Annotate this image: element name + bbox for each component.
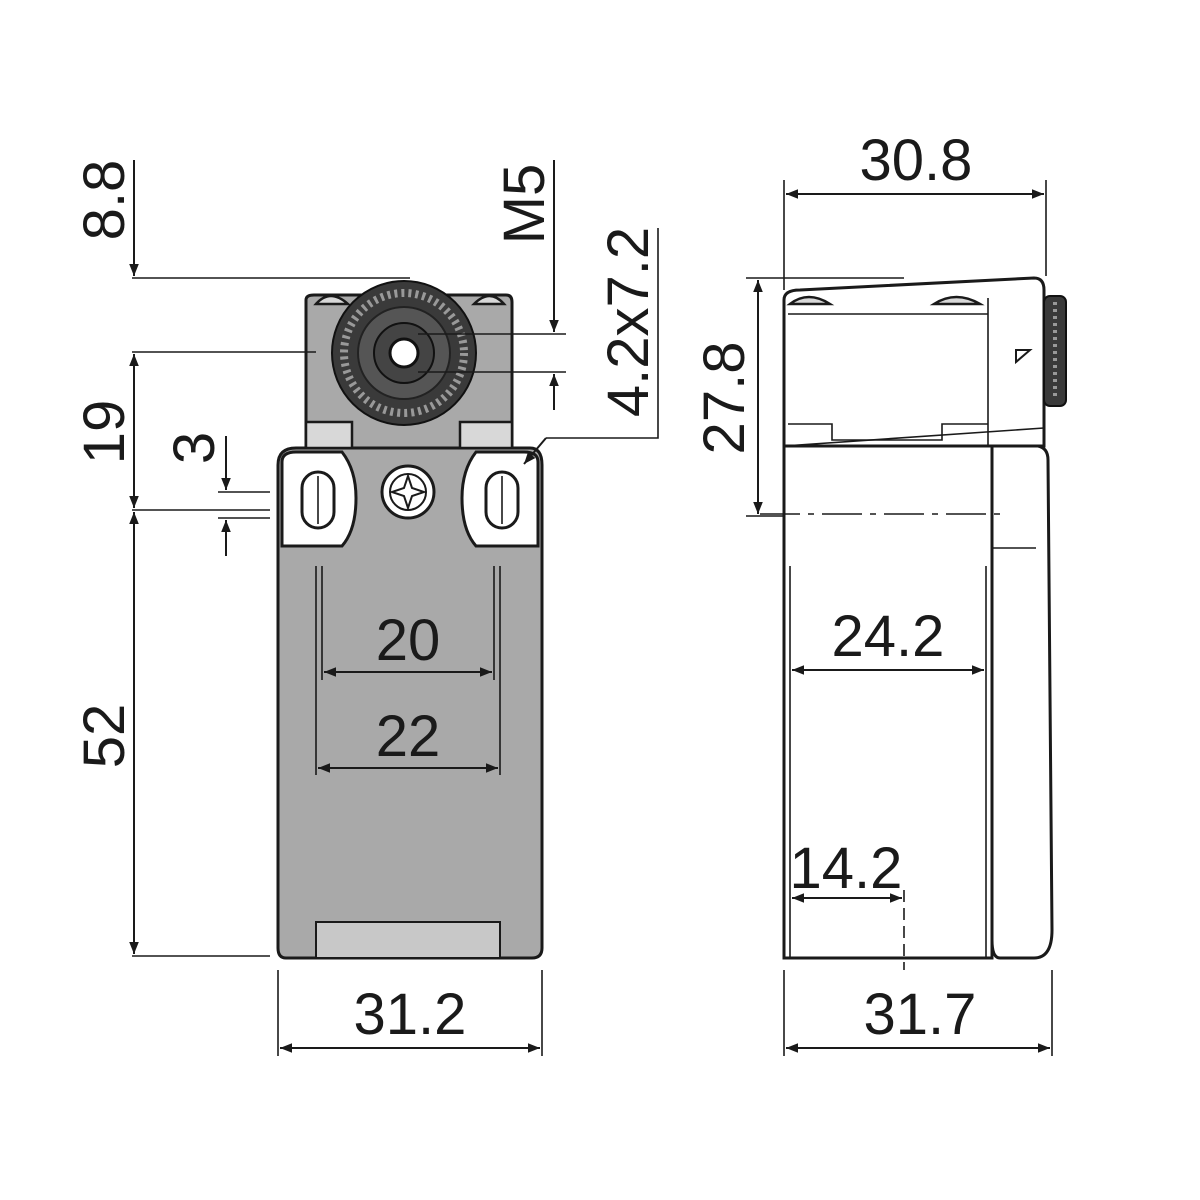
dim-30-8: 30.8 bbox=[860, 128, 973, 193]
roller-axle bbox=[388, 337, 420, 369]
side-view: 30.8 27.8 24.2 14.2 31.7 bbox=[692, 128, 1067, 1056]
side-cover bbox=[990, 444, 1054, 960]
head-step bbox=[304, 420, 514, 450]
dim-27-8: 27.8 bbox=[692, 342, 757, 455]
front-view: 8.8 19 3 52 M5 4.2x7.2 20 22 31.2 bbox=[72, 160, 661, 1056]
dim-8-8: 8.8 bbox=[72, 160, 137, 241]
dim-52: 52 bbox=[72, 704, 137, 769]
screw-icon bbox=[380, 464, 436, 520]
arrow-icon bbox=[1015, 349, 1033, 365]
dim-slot-size: 4.2x7.2 bbox=[596, 227, 661, 417]
dim-3: 3 bbox=[162, 432, 227, 464]
roller-knurl bbox=[340, 289, 468, 417]
dim-20: 20 bbox=[376, 608, 441, 673]
side-roller bbox=[1043, 295, 1067, 407]
dim-22: 22 bbox=[376, 704, 441, 769]
dim-31-2: 31.2 bbox=[354, 982, 467, 1047]
dim-31-7: 31.7 bbox=[864, 982, 977, 1047]
dim-24-2: 24.2 bbox=[832, 604, 945, 669]
roller bbox=[331, 280, 477, 426]
dim-14-2: 14.2 bbox=[790, 836, 903, 901]
side-head bbox=[782, 276, 1046, 448]
dim-19: 19 bbox=[72, 400, 137, 465]
top-boss-right bbox=[470, 294, 507, 306]
front-body bbox=[276, 446, 544, 960]
top-boss-left bbox=[313, 294, 352, 306]
dim-m5: M5 bbox=[492, 164, 557, 245]
bottom-cap bbox=[315, 921, 501, 959]
